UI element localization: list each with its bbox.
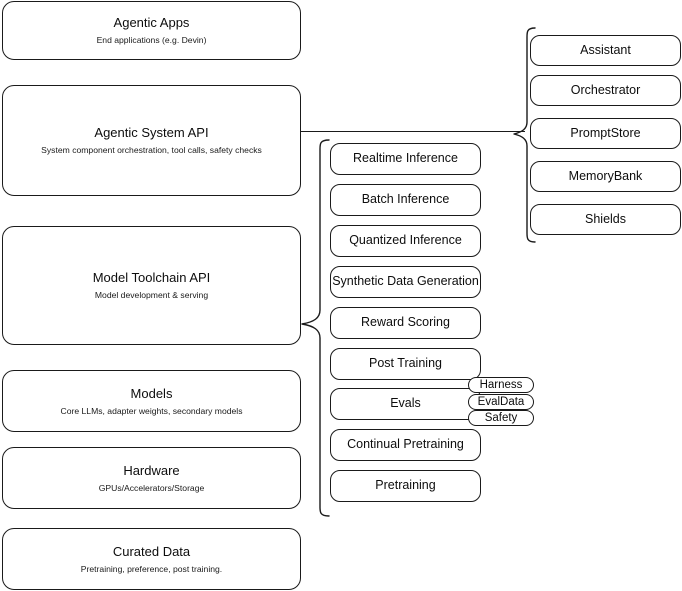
capability-label: Pretraining [375, 478, 436, 493]
capability-synthetic-data-generation[interactable]: Synthetic Data Generation [330, 266, 481, 298]
component-label: PromptStore [570, 125, 641, 140]
component-orchestrator[interactable]: Orchestrator [530, 75, 681, 106]
capability-label: Quantized Inference [349, 233, 462, 248]
capability-label: Evals [390, 396, 421, 411]
component-label: MemoryBank [568, 168, 643, 183]
capability-pretraining[interactable]: Pretraining [330, 470, 481, 502]
capability-label: Batch Inference [361, 192, 450, 207]
capability-batch-inference[interactable]: Batch Inference [330, 184, 481, 216]
layer-subtitle: End applications (e.g. Devin) [96, 35, 207, 46]
evals-tag-harness[interactable]: Harness [468, 377, 534, 393]
evals-tag-evaldata[interactable]: EvalData [468, 394, 534, 410]
component-assistant[interactable]: Assistant [530, 35, 681, 66]
layer-title: Model Toolchain API [92, 270, 211, 285]
layer-models[interactable]: Models Core LLMs, adapter weights, secon… [2, 370, 301, 432]
capability-realtime-inference[interactable]: Realtime Inference [330, 143, 481, 175]
layer-title: Agentic Apps [113, 15, 190, 30]
component-label: Assistant [580, 42, 631, 57]
capability-label: Reward Scoring [361, 315, 450, 330]
capability-evals[interactable]: Evals [330, 388, 481, 420]
layer-subtitle: Pretraining, preference, post training. [80, 563, 223, 574]
evals-tag-safety[interactable]: Safety [468, 410, 534, 426]
capability-label: Synthetic Data Generation [332, 274, 479, 289]
connector-system-api-to-components [301, 131, 525, 132]
layer-subtitle: GPUs/Accelerators/Storage [98, 482, 205, 493]
capability-quantized-inference[interactable]: Quantized Inference [330, 225, 481, 257]
component-label: Shields [585, 211, 626, 226]
component-memorybank[interactable]: MemoryBank [530, 161, 681, 192]
layer-curated-data[interactable]: Curated Data Pretraining, preference, po… [2, 528, 301, 590]
layer-subtitle: System component orchestration, tool cal… [41, 145, 262, 156]
brace-system-components [512, 26, 536, 244]
evals-tag-label: EvalData [477, 396, 525, 408]
component-promptstore[interactable]: PromptStore [530, 118, 681, 149]
evals-tag-label: Harness [479, 379, 523, 391]
layer-title: Models [130, 385, 173, 401]
capability-post-training[interactable]: Post Training [330, 348, 481, 380]
layer-subtitle: Core LLMs, adapter weights, secondary mo… [60, 405, 243, 416]
capability-reward-scoring[interactable]: Reward Scoring [330, 307, 481, 339]
capability-label: Realtime Inference [353, 151, 458, 166]
layer-title: Curated Data [112, 543, 191, 559]
layer-hardware[interactable]: Hardware GPUs/Accelerators/Storage [2, 447, 301, 509]
capability-label: Continual Pretraining [347, 437, 464, 452]
evals-tag-label: Safety [484, 412, 518, 424]
layer-model-toolchain-api[interactable]: Model Toolchain API Model development & … [2, 226, 301, 345]
layer-subtitle: Model development & serving [94, 290, 209, 301]
brace-toolchain-capabilities [300, 138, 330, 518]
capability-label: Post Training [369, 356, 442, 371]
layer-agentic-system-api[interactable]: Agentic System API System component orch… [2, 85, 301, 196]
component-shields[interactable]: Shields [530, 204, 681, 235]
component-label: Orchestrator [570, 82, 641, 97]
layer-agentic-apps[interactable]: Agentic Apps End applications (e.g. Devi… [2, 1, 301, 60]
layer-title: Hardware [123, 462, 180, 478]
capability-continual-pretraining[interactable]: Continual Pretraining [330, 429, 481, 461]
layer-title: Agentic System API [94, 125, 209, 140]
